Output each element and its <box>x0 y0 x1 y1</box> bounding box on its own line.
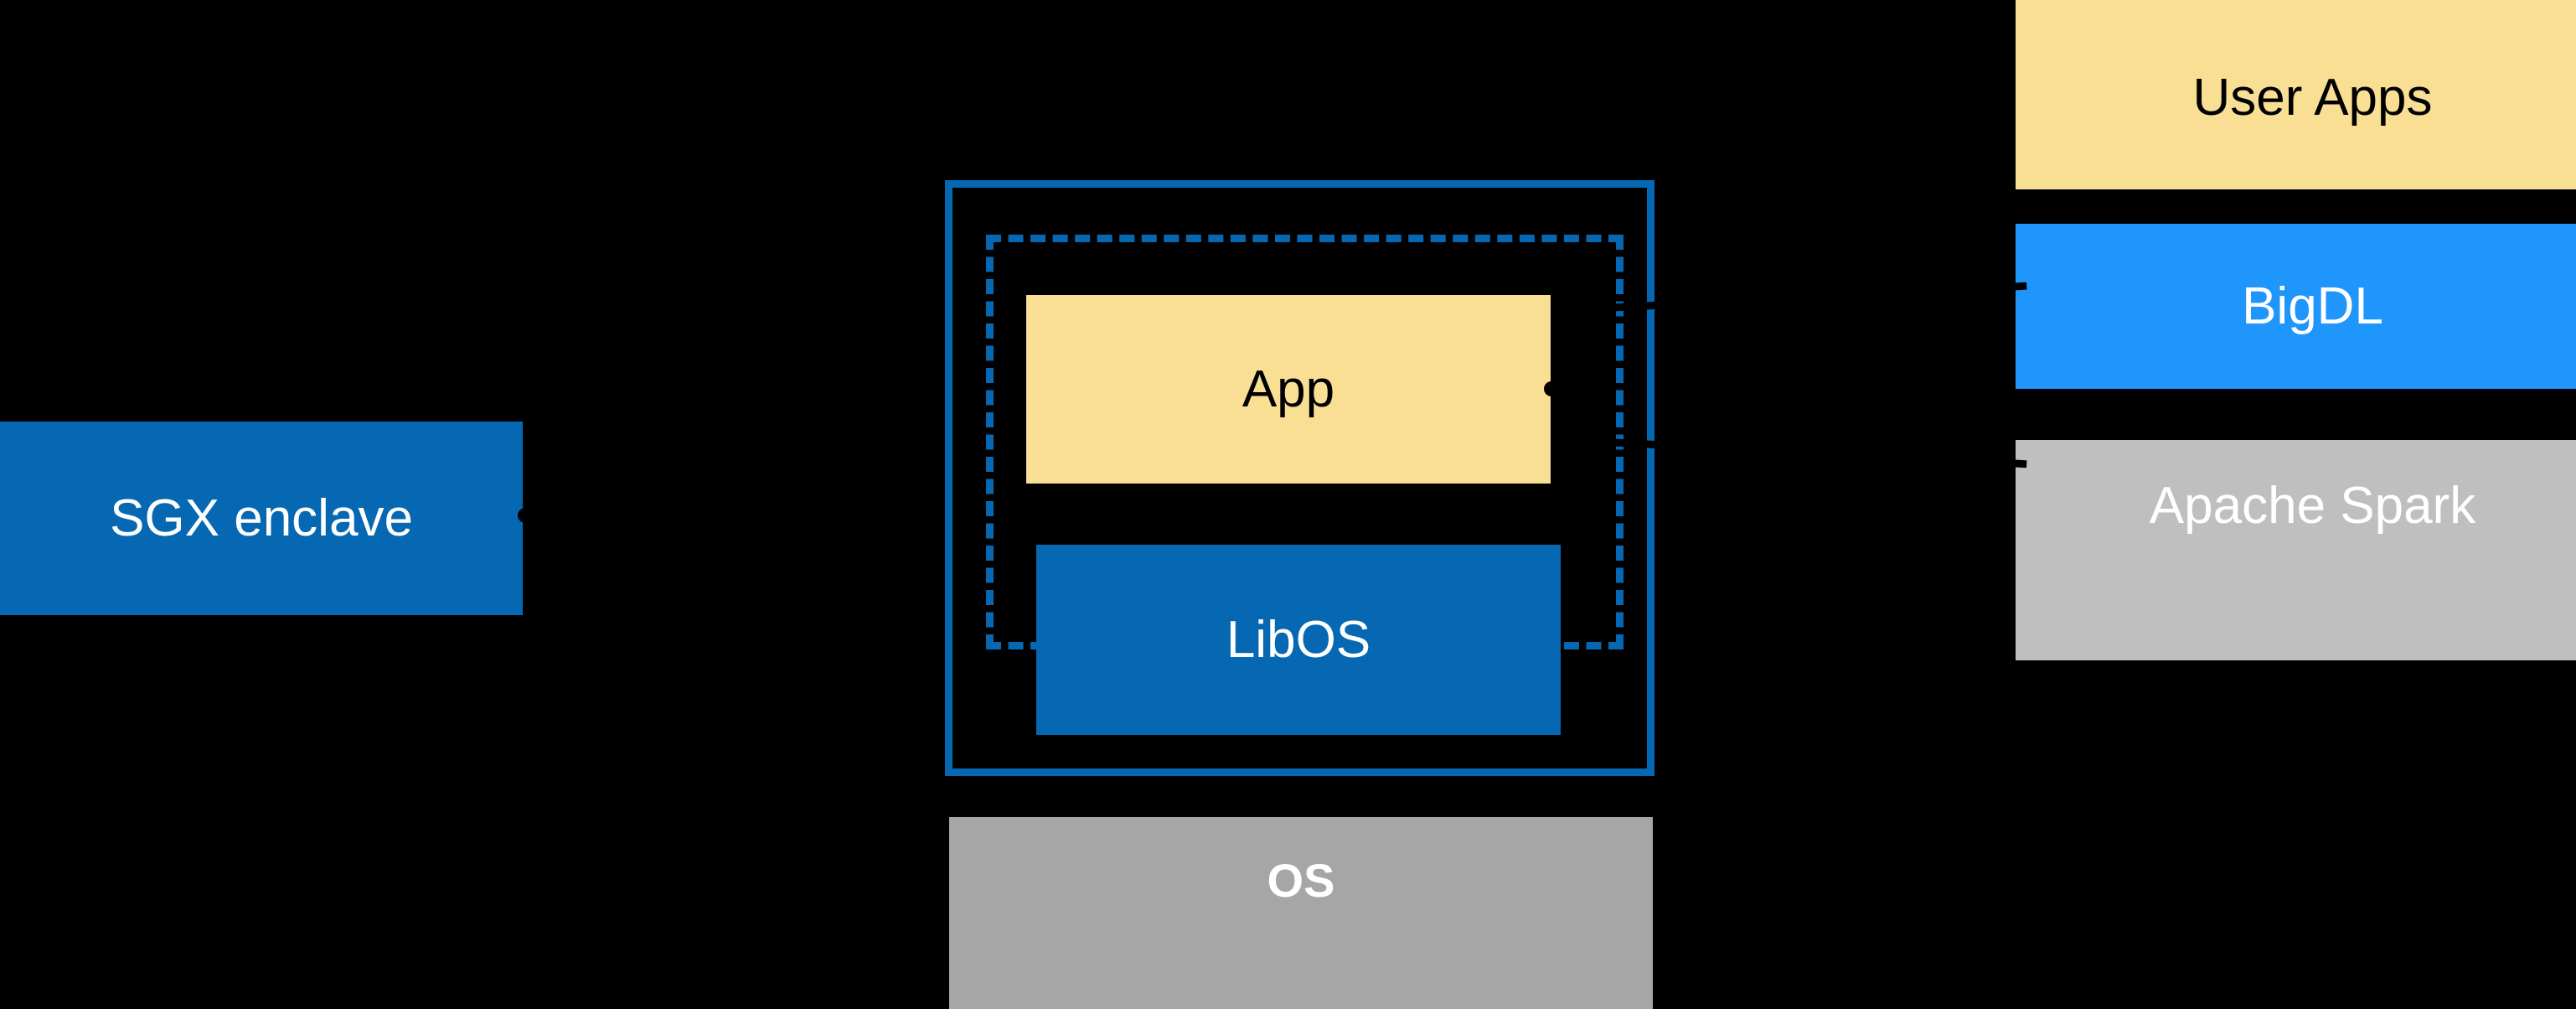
bigdl-box: BigDL <box>2016 224 2576 389</box>
sgx-enclave-box: SGX enclave <box>0 422 523 615</box>
apache-spark-label: Apache Spark <box>2149 477 2476 535</box>
app-connector-arrowhead-icon <box>1544 381 1559 396</box>
libos-box: LibOS <box>1036 545 1561 735</box>
app-label: App <box>1242 360 1335 418</box>
sgx-connector-arrowhead-icon <box>518 508 533 523</box>
os-label: OS <box>1267 854 1335 907</box>
bigdl-label: BigDL <box>2242 277 2383 335</box>
os-box: OS <box>949 817 1653 1009</box>
sgx-enclave-label: SGX enclave <box>110 489 413 547</box>
user-apps-label: User Apps <box>2192 69 2433 127</box>
apache-spark-box: Apache Spark <box>2016 440 2576 660</box>
user-apps-box: User Apps <box>2016 0 2576 189</box>
libos-label: LibOS <box>1226 610 1371 669</box>
enclave-outer-frame <box>945 180 1655 776</box>
app-box: App <box>1026 295 1551 484</box>
